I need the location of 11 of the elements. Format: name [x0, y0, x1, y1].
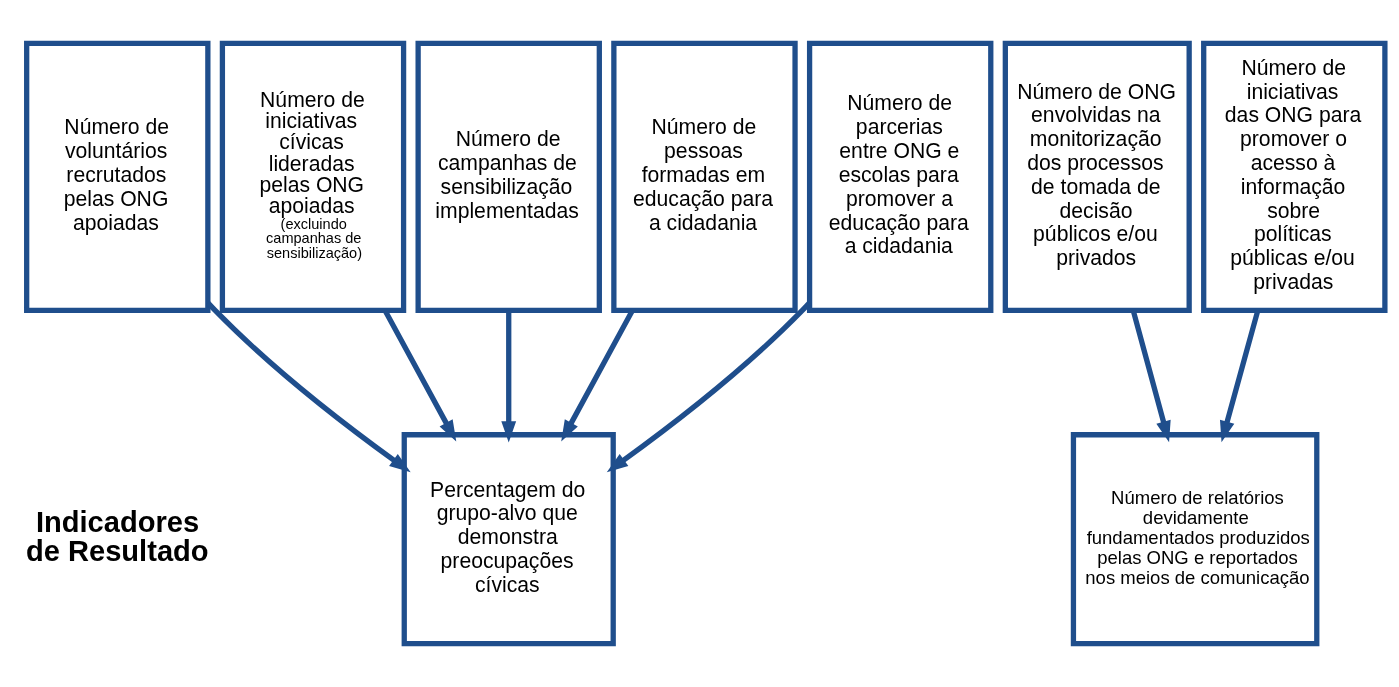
node-box: Número de campanhas de sensibilização implementadas — [415, 40, 602, 314]
label: Indicadores de Resultado — [26, 506, 209, 568]
node-box: Número de parcerias entre ONG e escolas para promover a educação para a cidadania — [806, 40, 994, 314]
node-box: Percentagem do grupo-alvo que demonstra preocupações cívicas — [401, 432, 616, 647]
node-box: Número de ONG envolvidas na monitorização dos processos de tomada de decisão públicos e/ou privados — [1002, 40, 1192, 314]
node-box: Número de relatórios devidamente fundamentados produzidos pelas ONG e reportados nos meios de comunicação — [1070, 432, 1320, 647]
arrow — [501, 310, 517, 443]
node-box: Número de pessoas formadas em educação para a cidadania — [611, 40, 798, 314]
node-box: Número de iniciativas cívicas lideradas pelas ONG apoiadas (excluindo campanhas de sensibilização) — [219, 40, 407, 314]
node-box: Número de iniciativas das ONG para promover o acesso à informação sobre políticas públicas e/ou privadas — [1201, 40, 1388, 314]
node-box: Número de voluntários recrutados pelas ONG apoiadas — [24, 40, 211, 314]
